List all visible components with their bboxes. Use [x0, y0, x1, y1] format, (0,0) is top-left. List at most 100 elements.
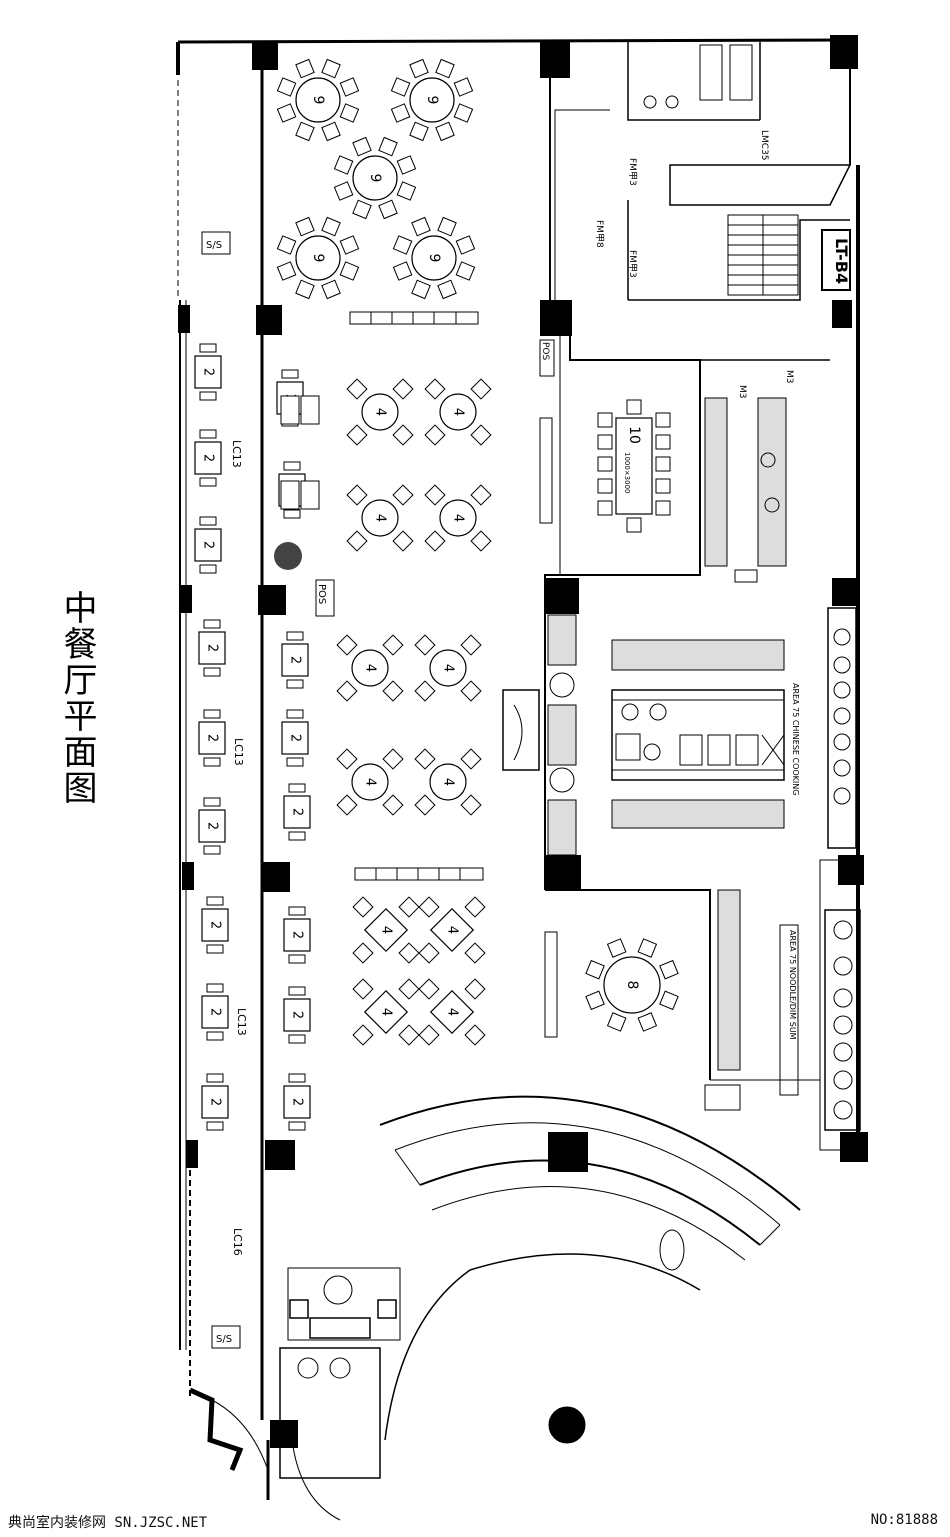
table-seat-count: 2	[290, 1011, 305, 1019]
chair	[276, 77, 297, 97]
square-table-4	[352, 978, 420, 1046]
table-top	[361, 393, 399, 431]
chair	[203, 709, 221, 719]
table-top	[615, 417, 653, 515]
chair	[655, 478, 671, 494]
chair	[339, 103, 360, 123]
table-top	[194, 528, 222, 562]
table-top	[295, 77, 341, 123]
round-table-8	[585, 938, 679, 1032]
table-seat-count: 2	[201, 541, 216, 549]
chair	[424, 424, 446, 446]
pos-label-2: POS	[540, 342, 550, 361]
chair	[382, 634, 404, 656]
chair	[382, 748, 404, 770]
door-label-1: FM甲8	[594, 220, 605, 248]
table-seat-count: 4	[363, 778, 378, 786]
footer-number: NO:81888	[870, 1512, 938, 1528]
chair	[295, 279, 315, 300]
chair	[206, 944, 224, 954]
chair	[637, 938, 658, 958]
long-table-size-label: 1000×3000	[623, 452, 631, 494]
chair	[392, 424, 414, 446]
chair	[418, 1024, 440, 1046]
chair	[460, 794, 482, 816]
booth-table	[201, 983, 229, 1041]
round-table-4	[346, 484, 414, 552]
chair	[276, 103, 297, 123]
round-table-4	[336, 634, 404, 702]
dining-tables: 9999944444444444422222222222222222108	[194, 58, 679, 1131]
chair	[398, 1024, 420, 1046]
door-label-2: FM甲3	[627, 158, 638, 186]
chair	[283, 509, 301, 519]
table-top	[281, 721, 309, 755]
door-label-6: LMC35	[759, 130, 769, 161]
chair	[396, 155, 417, 175]
window-label-3: LC13	[235, 1008, 248, 1036]
table-seat-count: 2	[208, 921, 223, 929]
table-top	[351, 763, 389, 801]
chair	[392, 484, 414, 506]
chair	[455, 261, 476, 281]
chair	[346, 530, 368, 552]
chair	[206, 983, 224, 993]
chair	[206, 896, 224, 906]
table-seat-count: 2	[290, 808, 305, 816]
table-top	[201, 1085, 229, 1119]
table-seat-count: 2	[208, 1098, 223, 1106]
table-top	[603, 956, 661, 1014]
chair	[398, 942, 420, 964]
chair	[206, 1073, 224, 1083]
window-label-1: LC13	[230, 440, 243, 468]
table-seat-count: 9	[310, 254, 326, 263]
table-seat-count: 4	[379, 1008, 394, 1016]
table-top	[198, 631, 226, 665]
chair	[392, 235, 413, 255]
chair	[655, 412, 671, 428]
chair	[288, 783, 306, 793]
chair	[203, 757, 221, 767]
chair	[288, 906, 306, 916]
chair	[606, 1012, 627, 1032]
window-label-2: LC13	[232, 738, 245, 766]
chair	[203, 619, 221, 629]
chair	[286, 709, 304, 719]
small-table	[300, 395, 320, 425]
round-table-4	[414, 748, 482, 816]
table-seat-count: 4	[445, 1008, 460, 1016]
round-table-4	[414, 634, 482, 702]
long-table-10	[597, 399, 671, 533]
chair	[392, 378, 414, 400]
chair	[336, 680, 358, 702]
table-seat-count: 10	[626, 426, 642, 444]
chair	[392, 261, 413, 281]
table-top	[352, 155, 398, 201]
table-top	[283, 1085, 311, 1119]
chair	[437, 216, 457, 237]
table-top	[281, 643, 309, 677]
chair	[378, 136, 398, 157]
chair	[460, 634, 482, 656]
window-label-4: LC16	[231, 1228, 244, 1256]
chair	[199, 343, 217, 353]
chair	[597, 478, 613, 494]
chair	[409, 58, 429, 79]
round-table-9	[333, 136, 417, 220]
noodle-area-label: AREA 75 NOODLE/DIM SUM	[788, 930, 797, 1040]
chair	[597, 434, 613, 450]
chair	[659, 959, 679, 980]
booth-table	[201, 1073, 229, 1131]
table-top	[429, 649, 467, 687]
table-top	[361, 499, 399, 537]
chair	[659, 990, 679, 1011]
table-seat-count: 2	[288, 656, 303, 664]
footer-source: 典尚室内装修网 SN.JZSC.NET	[8, 1515, 208, 1531]
chair	[378, 199, 398, 220]
chair	[424, 530, 446, 552]
chair	[470, 424, 492, 446]
chair	[352, 942, 374, 964]
chair	[199, 391, 217, 401]
table-top	[201, 995, 229, 1029]
table-seat-count: 2	[208, 1008, 223, 1016]
